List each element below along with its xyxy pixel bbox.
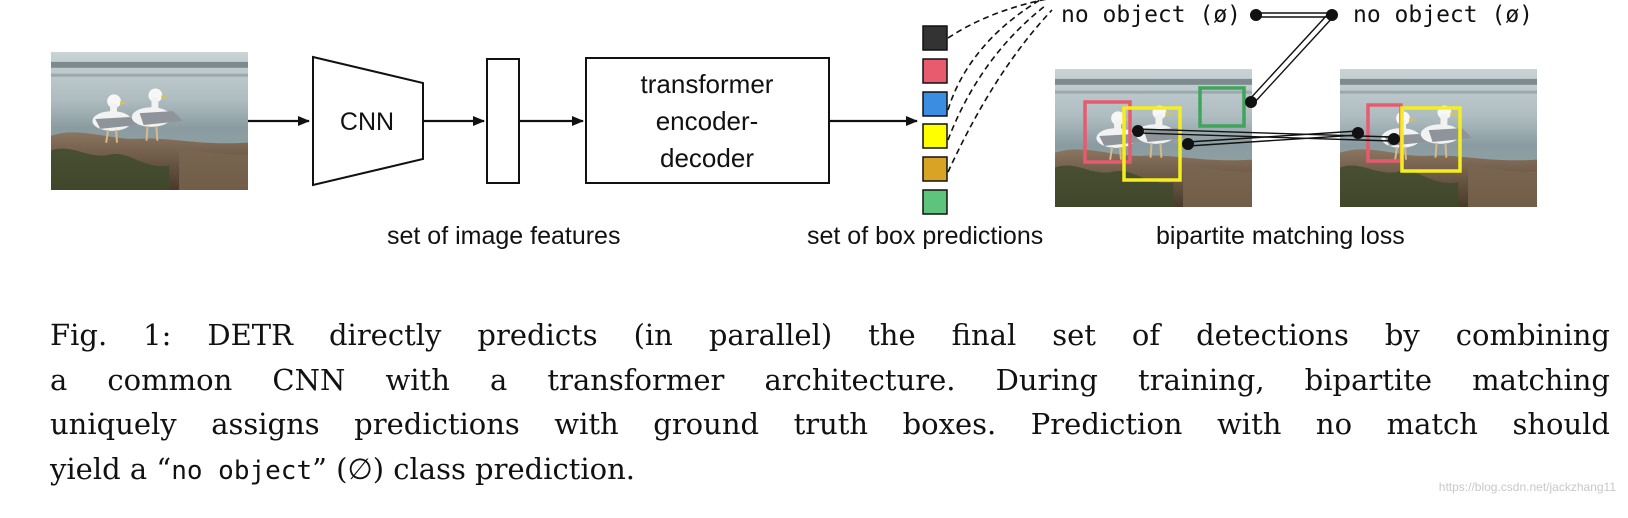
no-object-label-right: no object (ø) [1353,2,1534,28]
prediction-dashed-links [947,0,1053,173]
transformer-block [585,57,830,184]
detr-pipeline-diagram: CNN transformer encoder- decoder [51,0,1537,215]
box-predictions-set [922,25,948,215]
matching-lines [1137,12,1393,147]
cnn-label: CNN [340,108,394,136]
prediction-square-1 [922,25,948,51]
transformer-label-line-3: decoder [660,143,754,173]
caption-line-1: Fig. 1: DETR directly predicts (in paral… [50,318,1610,352]
watermark: https://blog.csdn.net/jackzhang11 [1438,480,1616,494]
caption-line-3: uniquely assigns predictions with ground… [50,407,1610,441]
prediction-square-5 [922,156,948,182]
matching-endpoints [1132,9,1400,150]
no-object-code: no object [171,455,313,486]
prediction-square-4 [922,123,948,149]
prediction-square-6 [922,189,948,215]
predicted-box-green [1198,86,1246,128]
no-object-label-left: no object (ø) [1061,2,1242,28]
image-features-caption: set of image features [387,222,621,250]
caption-line-4-prefix: yield a “ [50,451,172,486]
prediction-square-3 [922,91,948,117]
bipartite-matching-caption: bipartite matching loss [1156,222,1405,250]
image-features-bar [486,58,520,184]
transformer-label-line-1: transformer [641,69,774,99]
input-image [51,51,248,191]
transformer-label-line-2: encoder- [656,106,759,136]
ground-truth-box-yellow [1400,106,1462,173]
figure-caption: Fig. 1: DETR directly predicts (in paral… [50,313,1610,493]
caption-line-2: a common CNN with a transformer architec… [50,362,1610,397]
caption-line-4-suffix: ” (∅) class prediction. [312,451,636,486]
prediction-square-2 [922,58,948,84]
cnn-block [312,55,424,187]
predicted-box-yellow [1122,106,1182,182]
caption-line-4: yield a “no object” (∅) class prediction… [50,447,1610,494]
box-predictions-caption: set of box predictions [807,222,1044,250]
predicted-box-red [1083,100,1132,164]
